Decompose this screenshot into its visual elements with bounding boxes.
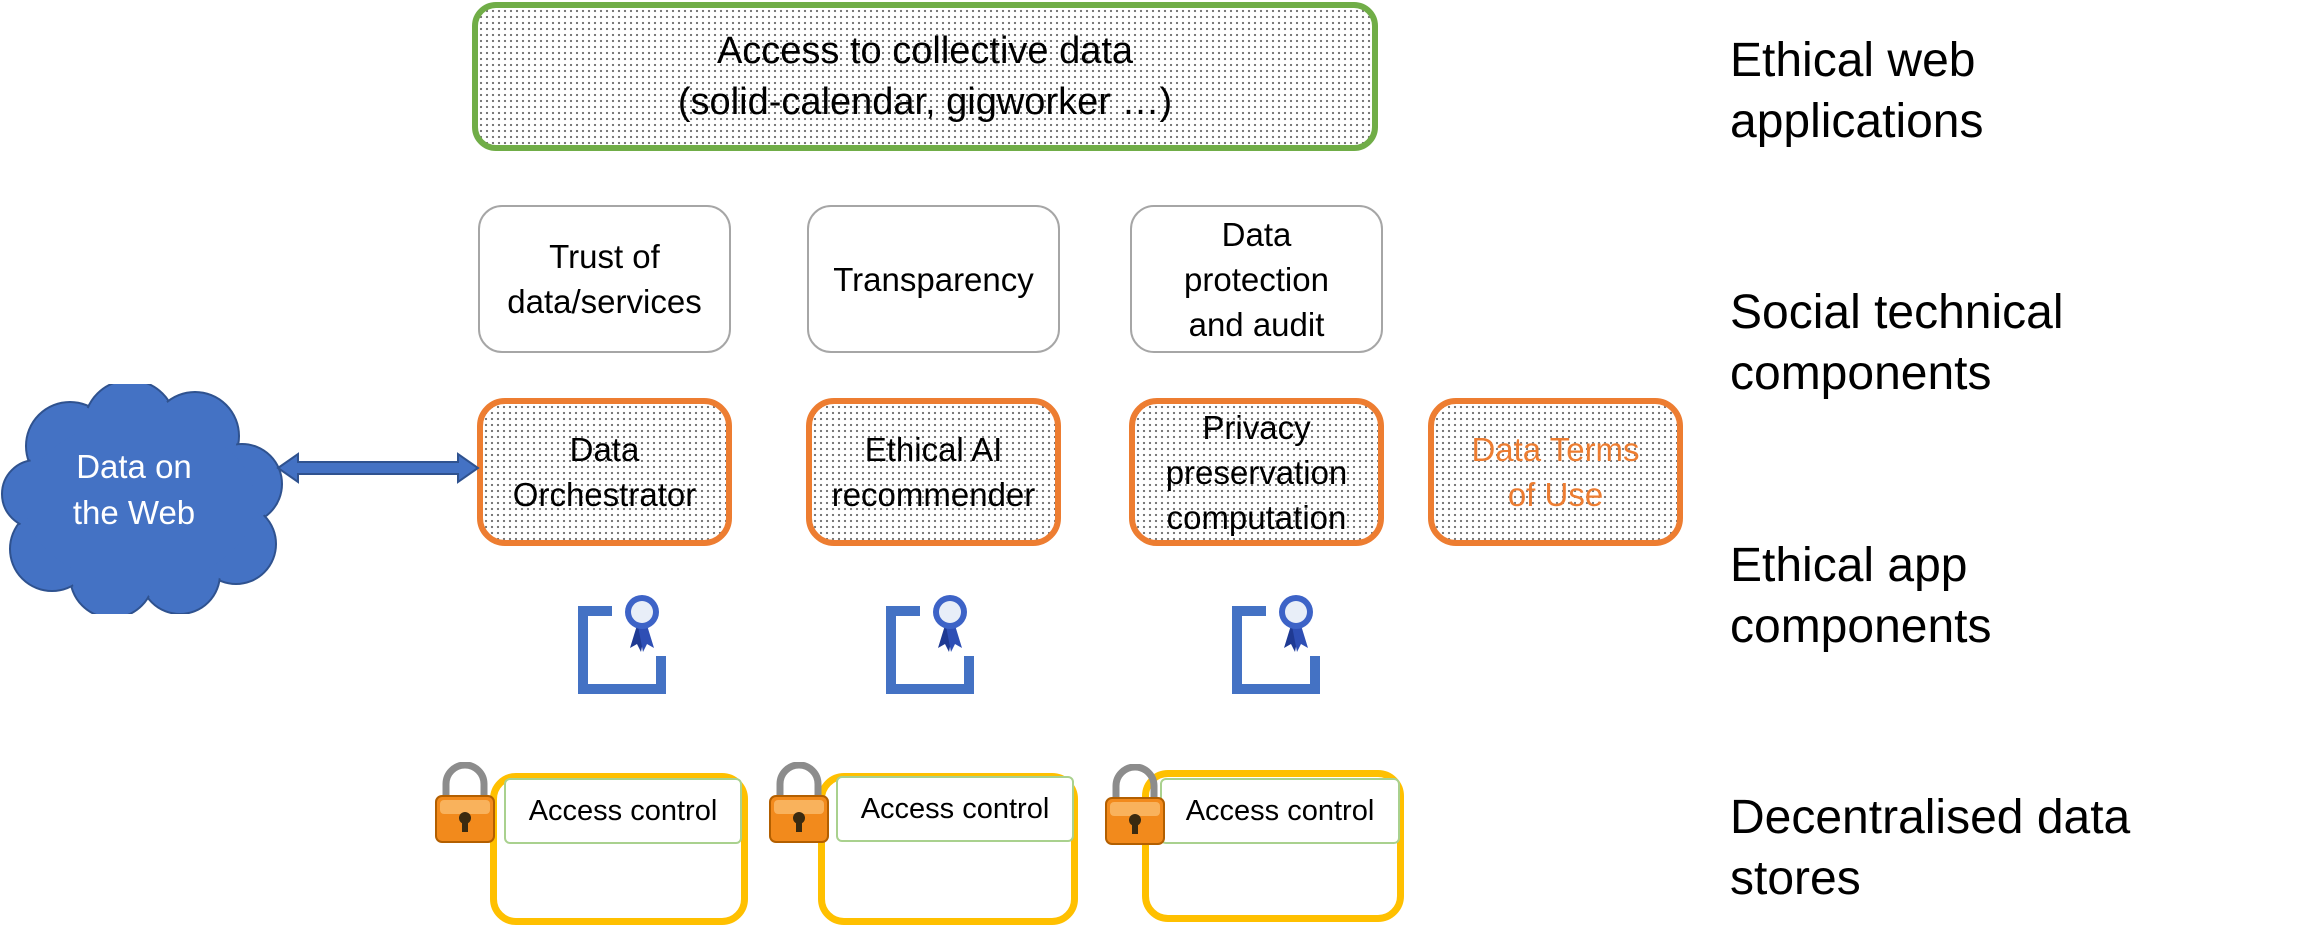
cloud-icon [1, 384, 283, 614]
privacy-computation-text: Privacy preservation computation [1165, 408, 1348, 536]
certificate-icon [578, 595, 666, 694]
ethical-ai-text: Ethical AI recommender [831, 431, 1036, 513]
data-orchestrator-box: Data Orchestrator [477, 398, 732, 546]
data-terms-text: Data Terms of Use [1471, 431, 1640, 513]
padlock-icon [769, 762, 829, 843]
access-control-label-1: Access control [504, 778, 742, 844]
data-store-1 [490, 773, 748, 925]
data-orchestrator-text: Data Orchestrator [512, 431, 697, 513]
privacy-computation-box: Privacy preservation computation [1129, 398, 1384, 546]
ethical-ai-box: Ethical AI recommender [806, 398, 1061, 546]
certificate-icon [886, 595, 974, 694]
cloud-label: Data on the Web [72, 448, 196, 531]
layer-label-ethical-app: Ethical app components [1730, 539, 1992, 653]
layer-label-social: Social technical components [1730, 286, 2064, 400]
transparency-text: Transparency [833, 260, 1034, 298]
bidirectional-arrow-icon [276, 452, 480, 484]
transparency-box: Transparency [807, 205, 1060, 353]
data-store-3 [1142, 770, 1404, 922]
access-control-label-3: Access control [1160, 778, 1400, 844]
collective-data-text: Access to collective data (solid-calenda… [677, 29, 1173, 123]
data-protection-text: Data protection and audit [1184, 215, 1329, 343]
layer-label-data-stores: Decentralised data stores [1730, 791, 2131, 905]
data-protection-box: Data protection and audit [1130, 205, 1383, 353]
trust-box: Trust of data/services [478, 205, 731, 353]
padlock-icon [435, 762, 495, 843]
trust-text: Trust of data/services [507, 238, 702, 320]
access-control-label-2: Access control [836, 776, 1074, 842]
padlock-icon [1105, 764, 1165, 845]
data-terms-box: Data Terms of Use [1428, 398, 1683, 546]
collective-data-box: Access to collective data (solid-calenda… [472, 2, 1378, 151]
layer-label-web-apps: Ethical web applications [1730, 34, 1984, 148]
certificate-icon [1232, 595, 1320, 694]
